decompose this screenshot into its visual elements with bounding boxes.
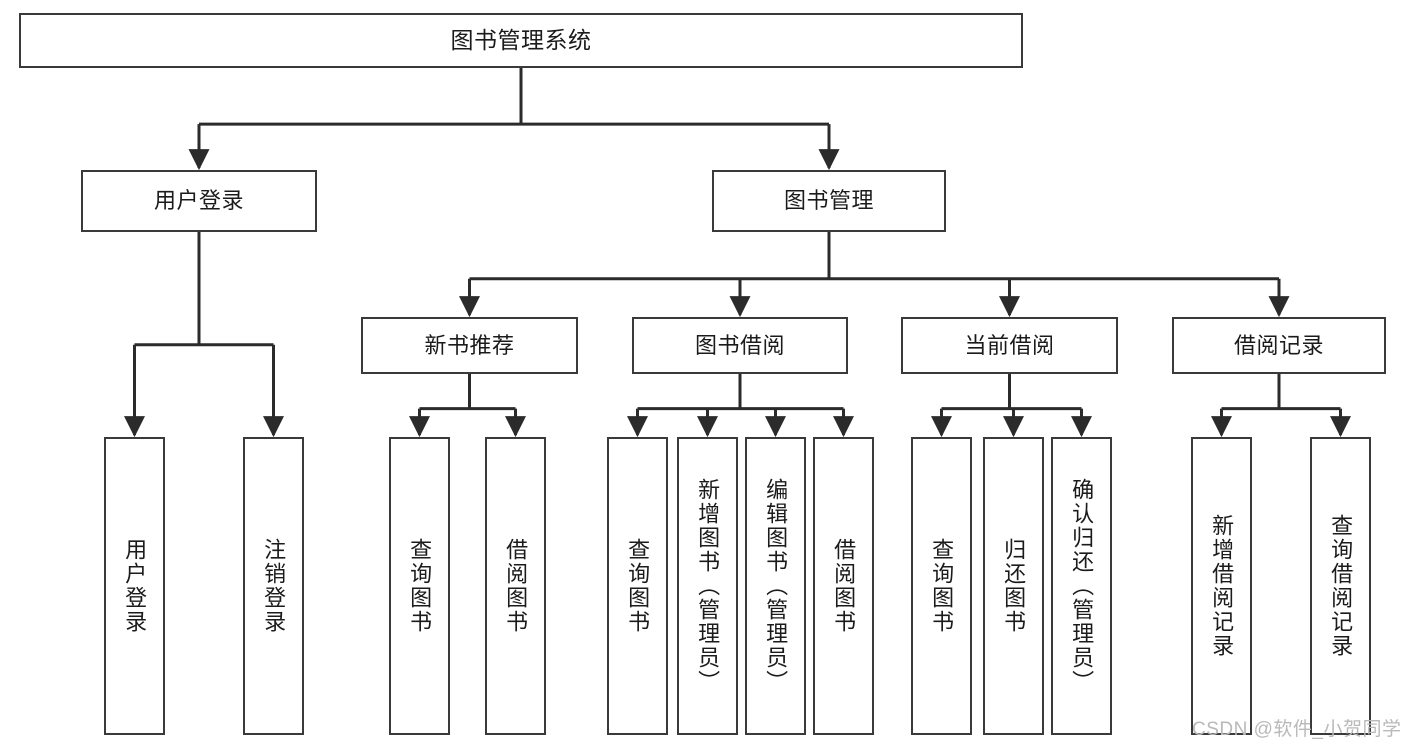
- node-label: 当前借阅: [964, 332, 1055, 358]
- node-l-logout: 注销登录: [243, 437, 304, 735]
- node-label: 用户登录: [122, 538, 148, 634]
- node-b-query: 查询图书: [607, 437, 668, 735]
- node-r-query: 查询借阅记录: [1310, 437, 1371, 735]
- node-c-query: 查询图书: [911, 437, 972, 735]
- node-borrow: 图书借阅: [632, 317, 848, 374]
- node-bookmgmt: 图书管理: [712, 170, 946, 232]
- node-login: 用户登录: [81, 170, 317, 232]
- node-label: 查询图书: [929, 538, 955, 634]
- node-b-lend: 借阅图书: [813, 437, 874, 735]
- watermark-text: CSDN @软件_小贺同学: [1192, 719, 1402, 740]
- node-n-query: 查询图书: [389, 437, 450, 735]
- node-label: 查询图书: [407, 538, 433, 634]
- node-label: 归还图书: [1001, 538, 1027, 634]
- node-r-add: 新增借阅记录: [1191, 437, 1252, 735]
- node-root: 图书管理系统: [19, 13, 1023, 68]
- node-label: 借阅图书: [831, 538, 857, 634]
- node-c-return: 归还图书: [983, 437, 1044, 735]
- node-label: 查询图书: [625, 538, 651, 634]
- node-label: 用户登录: [153, 188, 244, 214]
- node-label: 图书管理: [783, 188, 874, 214]
- node-label: 图书借阅: [694, 332, 785, 358]
- node-label: 新增借阅记录: [1209, 514, 1235, 658]
- node-records: 借阅记录: [1172, 317, 1386, 374]
- node-label: 借阅图书: [503, 538, 529, 634]
- node-label: 查询借阅记录: [1328, 514, 1354, 658]
- node-label: 注销登录: [261, 538, 287, 634]
- node-label: 借阅记录: [1233, 332, 1324, 358]
- node-c-confirm: 确认归还（管理员）: [1051, 437, 1112, 735]
- node-n-borrow: 借阅图书: [485, 437, 546, 735]
- node-newbook: 新书推荐: [361, 317, 578, 374]
- node-label: 图书管理系统: [450, 27, 592, 54]
- node-current: 当前借阅: [901, 317, 1118, 374]
- node-label: 新书推荐: [424, 332, 515, 358]
- node-b-edit: 编辑图书（管理员）: [745, 437, 806, 735]
- node-l-login: 用户登录: [104, 437, 165, 735]
- node-label: 新增图书（管理员）: [695, 478, 721, 694]
- node-b-add: 新增图书（管理员）: [677, 437, 738, 735]
- node-label: 确认归还（管理员）: [1069, 478, 1095, 694]
- node-label: 编辑图书（管理员）: [763, 478, 789, 694]
